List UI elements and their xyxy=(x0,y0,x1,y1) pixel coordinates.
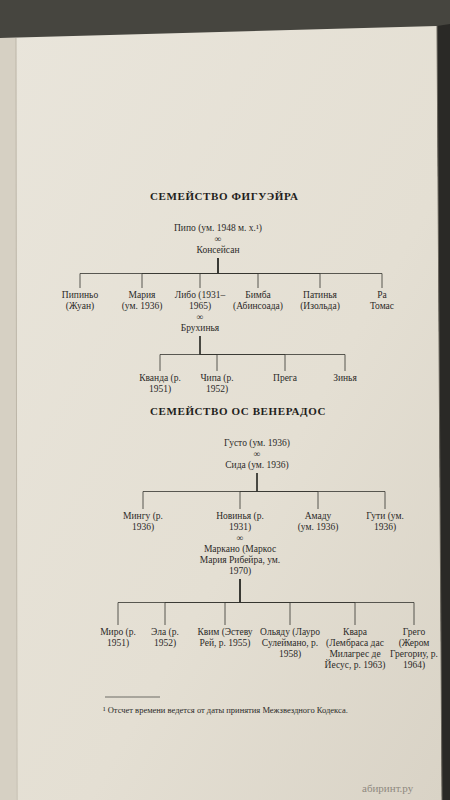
tree-line xyxy=(218,258,320,288)
person-entry: Патинья (Изольда) xyxy=(292,290,348,312)
person-name: Зинья xyxy=(325,373,365,384)
person-entry: Чипа (р. 1952) xyxy=(196,373,238,395)
person-name: Мария (ум. 1936) xyxy=(121,290,163,312)
page-edge xyxy=(16,38,17,800)
marriage-sign: ∞ xyxy=(163,234,273,245)
tree-line xyxy=(257,473,318,509)
page-gutter xyxy=(0,38,16,800)
tree-line xyxy=(218,258,258,288)
person-name: Сида (ум. 1936) xyxy=(207,460,307,471)
family-heading: СЕМЕЙСТВО ОС ВЕНЕРАДОС xyxy=(150,405,326,417)
tree-line xyxy=(80,258,218,288)
person-name: Квара (Лембраса дас Милагрес де Йесус, р… xyxy=(323,627,387,671)
person-entry: Пипо (ум. 1948 м. х.¹)∞Консейсан xyxy=(163,223,273,256)
person-name: Либо (1931–1965) xyxy=(172,290,228,312)
tree-line xyxy=(225,579,240,625)
tree-line xyxy=(200,336,285,371)
person-entry: Квим (Эстеву Рей, р. 1955) xyxy=(197,627,253,649)
book-page xyxy=(0,26,442,800)
person-name: Ра Томас xyxy=(366,290,398,312)
footnote-rule xyxy=(105,697,160,698)
tree-line xyxy=(240,579,414,625)
person-name: Пипиньо (Жуан) xyxy=(55,290,105,312)
person-name: Маркано (Маркос Мария Рибейра, ум. 1970) xyxy=(198,544,282,577)
person-entry: Грего (Жером Грегориу, р. 1964) xyxy=(389,627,439,671)
person-name: Пипо (ум. 1948 м. х.¹) xyxy=(163,223,273,234)
person-name: Грего (Жером Грегориу, р. 1964) xyxy=(389,627,439,671)
person-entry: Миро (р. 1951) xyxy=(98,627,138,649)
person-name: Эла (р. 1952) xyxy=(145,627,185,649)
footnote: ¹ Отсчет времени ведется от даты приняти… xyxy=(103,705,348,715)
cover-rim xyxy=(437,26,442,800)
tree-line xyxy=(160,336,200,371)
watermark: абиринт.ру xyxy=(362,782,413,794)
person-name: Мингу (р. 1936) xyxy=(122,511,164,533)
tree-line xyxy=(142,258,218,288)
family-heading: СЕМЕЙСТВО ФИГУЭЙРА xyxy=(150,190,298,202)
person-name: Патинья (Изольда) xyxy=(292,290,348,312)
tree-line xyxy=(118,579,240,625)
book-cover-edge xyxy=(437,24,450,800)
person-entry: Бимба (Абинсоада) xyxy=(230,290,286,312)
person-name: Кванда (р. 1951) xyxy=(139,373,181,395)
tree-line xyxy=(143,473,257,509)
tree-line xyxy=(200,336,217,371)
person-name: Ольяду (Лауро Сулеймано, р. 1958) xyxy=(260,627,320,660)
tree-line xyxy=(240,579,355,625)
person-entry: Мария (ум. 1936) xyxy=(121,290,163,312)
tree-line xyxy=(240,579,290,625)
person-entry: Прега xyxy=(265,373,305,384)
person-name: Квим (Эстеву Рей, р. 1955) xyxy=(197,627,253,649)
person-name: Прега xyxy=(265,373,305,384)
person-name: Амаду (ум. 1936) xyxy=(297,511,339,533)
person-name: Чипа (р. 1952) xyxy=(196,373,238,395)
person-entry: Гути (ум. 1936) xyxy=(364,511,406,533)
tree-line xyxy=(165,579,240,625)
person-name: Гути (ум. 1936) xyxy=(364,511,406,533)
person-name: Густо (ум. 1936) xyxy=(207,438,307,449)
person-name: Брухинья xyxy=(172,323,228,334)
person-name: Консейсан xyxy=(163,245,273,256)
person-name: Новинья (р. 1931) xyxy=(214,511,266,533)
tree-line xyxy=(200,336,345,371)
person-name: Миро (р. 1951) xyxy=(98,627,138,649)
person-entry: Ольяду (Лауро Сулеймано, р. 1958) xyxy=(260,627,320,660)
tree-line xyxy=(218,258,382,288)
person-entry: Ра Томас xyxy=(366,290,398,312)
marriage-sign: ∞ xyxy=(198,533,282,544)
person-entry: Кванда (р. 1951) xyxy=(139,373,181,395)
marriage-sign: ∞ xyxy=(207,449,307,460)
person-entry: Пипиньо (Жуан) xyxy=(55,290,105,312)
person-entry: Густо (ум. 1936)∞Сида (ум. 1936) xyxy=(207,438,307,471)
person-entry: Зинья xyxy=(325,373,365,384)
person-entry: Эла (р. 1952) xyxy=(145,627,185,649)
person-entry: Либо (1931–1965)∞Брухинья xyxy=(172,290,228,334)
tree-line xyxy=(257,473,385,509)
person-entry: Амаду (ум. 1936) xyxy=(297,511,339,533)
marriage-sign: ∞ xyxy=(172,312,228,323)
tree-line xyxy=(200,258,218,288)
person-entry: Новинья (р. 1931)∞Маркано (Маркос Мария … xyxy=(198,511,282,577)
person-name: Бимба (Абинсоада) xyxy=(230,290,286,312)
tree-line xyxy=(240,473,257,509)
person-entry: Мингу (р. 1936) xyxy=(122,511,164,533)
person-entry: Квара (Лембраса дас Милагрес де Йесус, р… xyxy=(323,627,387,671)
